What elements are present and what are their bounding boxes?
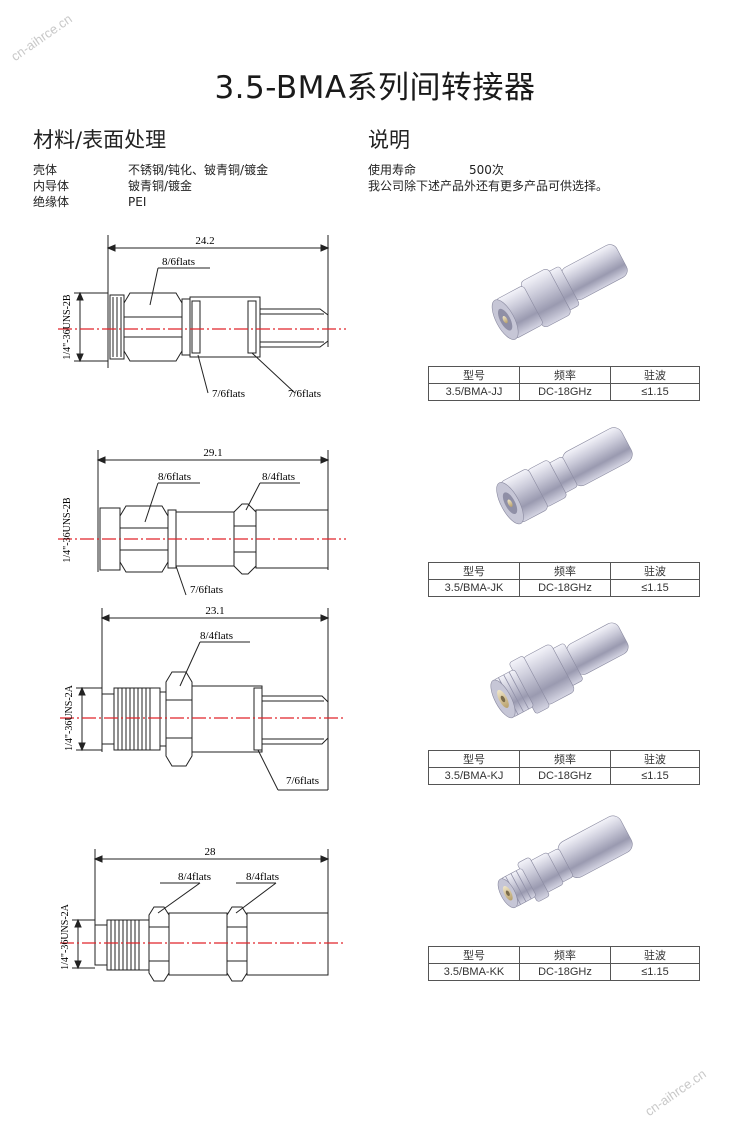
spec-table-jk: 型号 频率 驻波 3.5/BMA-JK DC-18GHz ≤1.15: [428, 562, 700, 597]
material-row: 内导体 铍青铜/镀金: [33, 178, 268, 194]
cell-model: 3.5/BMA-KK: [428, 963, 520, 981]
notes-block: 使用寿命 500次 我公司除下述产品外还有更多产品可供选择。: [368, 162, 608, 194]
life-label: 使用寿命: [368, 163, 417, 177]
cell-freq: DC-18GHz: [519, 383, 611, 401]
flats-label: 7/6flats: [212, 388, 245, 400]
header-freq: 频率: [519, 366, 611, 384]
table-row: 3.5/BMA-JK DC-18GHz ≤1.15: [428, 579, 700, 597]
header-vswr: 驻波: [610, 946, 700, 964]
header-freq: 频率: [519, 562, 611, 580]
life-value: 500次: [469, 163, 504, 177]
material-part: 内导体: [33, 179, 70, 193]
cell-vswr: ≤1.15: [610, 767, 700, 785]
cell-vswr: ≤1.15: [610, 383, 700, 401]
life-row: 使用寿命 500次: [368, 162, 608, 178]
table-header-row: 型号 频率 驻波: [428, 366, 700, 384]
length-dimension: 24.2: [195, 235, 214, 247]
flats-label: 7/6flats: [286, 775, 319, 787]
header-vswr: 驻波: [610, 366, 700, 384]
flats-label: 7/6flats: [288, 388, 321, 400]
product-image-jj: [491, 244, 628, 340]
cell-model: 3.5/BMA-JJ: [428, 383, 520, 401]
table-row: 3.5/BMA-KJ DC-18GHz ≤1.15: [428, 767, 700, 785]
watermark-top: cn-aihrce.cn: [8, 11, 75, 64]
spec-table-jj: 型号 频率 驻波 3.5/BMA-JJ DC-18GHz ≤1.15: [428, 366, 700, 401]
table-header-row: 型号 频率 驻波: [428, 562, 700, 580]
cell-vswr: ≤1.15: [610, 963, 700, 981]
table-row: 3.5/BMA-JJ DC-18GHz ≤1.15: [428, 383, 700, 401]
drawing-jj: 24.2 8/6flats 7/6flats 7/6flats 1/4"-36U…: [58, 235, 346, 400]
flats-label: 8/4flats: [200, 630, 233, 642]
drawing-jk: 29.1 8/6flats 8/4flats 7/6flats 1/4"-36U…: [58, 447, 346, 596]
length-dimension: 29.1: [203, 447, 222, 459]
material-row: 壳体 不锈钢/钝化、铍青铜/镀金: [33, 162, 268, 178]
material-part: 绝缘体: [33, 195, 70, 209]
flats-label: 8/6flats: [162, 256, 195, 268]
materials-heading: 材料/表面处理: [33, 128, 167, 152]
spec-table-kk: 型号 频率 驻波 3.5/BMA-KK DC-18GHz ≤1.15: [428, 946, 700, 981]
flats-label: 8/6flats: [158, 471, 191, 483]
flats-label: 8/4flats: [178, 871, 211, 883]
watermark-bottom: cn-aihrce.cn: [642, 1066, 709, 1119]
page-title: 3.5-BMA系列间转接器: [214, 70, 536, 106]
flats-label: 7/6flats: [190, 584, 223, 596]
material-row: 绝缘体 PEI: [33, 194, 268, 210]
header-model: 型号: [428, 562, 520, 580]
thread-label: 1/4"-36UNS-2A: [60, 903, 71, 970]
table-header-row: 型号 频率 驻波: [428, 946, 700, 964]
table-header-row: 型号 频率 驻波: [428, 750, 700, 768]
flats-label: 8/4flats: [246, 871, 279, 883]
product-image-jk: [496, 427, 633, 525]
material-finish: PEI: [128, 195, 147, 209]
spec-table-kj: 型号 频率 驻波 3.5/BMA-KJ DC-18GHz ≤1.15: [428, 750, 700, 785]
cell-model: 3.5/BMA-JK: [428, 579, 520, 597]
header-vswr: 驻波: [610, 562, 700, 580]
header-freq: 频率: [519, 946, 611, 964]
header-model: 型号: [428, 750, 520, 768]
cell-vswr: ≤1.15: [610, 579, 700, 597]
cell-freq: DC-18GHz: [519, 767, 611, 785]
material-finish: 铍青铜/镀金: [128, 179, 193, 193]
thread-label: 1/4"-36UNS-2B: [62, 497, 73, 563]
drawing-kk: 28 8/4flats 8/4flats 1/4"-36UNS-2A: [60, 846, 346, 982]
header-model: 型号: [428, 946, 520, 964]
materials-list: 壳体 不锈钢/钝化、铍青铜/镀金 内导体 铍青铜/镀金 绝缘体 PEI: [33, 162, 268, 210]
drawing-kj: 23.1 8/4flats 7/6flats 1/4"-36UNS-2A: [60, 605, 346, 791]
material-part: 壳体: [33, 163, 58, 177]
notes-text: 我公司除下述产品外还有更多产品可供选择。: [368, 179, 609, 193]
table-row: 3.5/BMA-KK DC-18GHz ≤1.15: [428, 963, 700, 981]
flats-label: 8/4flats: [262, 471, 295, 483]
header-vswr: 驻波: [610, 750, 700, 768]
length-dimension: 23.1: [205, 605, 224, 617]
cell-model: 3.5/BMA-KJ: [428, 767, 520, 785]
product-image-kk: [497, 815, 633, 909]
length-dimension: 28: [205, 846, 217, 858]
notes-heading: 说明: [368, 128, 410, 152]
material-finish: 不锈钢/钝化、铍青铜/镀金: [128, 163, 269, 177]
thread-label: 1/4"-36UNS-2A: [64, 684, 75, 751]
header-freq: 频率: [519, 750, 611, 768]
header-model: 型号: [428, 366, 520, 384]
thread-label: 1/4"-36UNS-2B: [62, 294, 73, 360]
cell-freq: DC-18GHz: [519, 579, 611, 597]
cell-freq: DC-18GHz: [519, 963, 611, 981]
product-image-kj: [490, 622, 629, 719]
